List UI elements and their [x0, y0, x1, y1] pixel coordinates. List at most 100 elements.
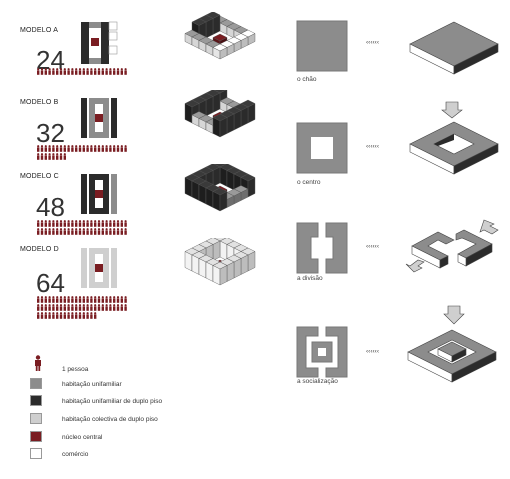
concept-caption: o centro: [297, 179, 321, 186]
person-icon: [94, 296, 97, 303]
person-icon: [75, 228, 78, 235]
person-icon: [120, 304, 123, 311]
person-icon: [59, 68, 63, 75]
person-icon: [75, 304, 78, 311]
person-icon: [52, 296, 55, 303]
person-icon: [113, 296, 116, 303]
person-icon: [59, 304, 63, 311]
person-icon: [48, 220, 51, 227]
person-icon: [86, 228, 89, 235]
concept-iso-center: [409, 101, 499, 175]
person-icon: [109, 68, 112, 75]
person-icon: [86, 220, 89, 227]
person-icon: [48, 312, 51, 319]
legend-label: comércio: [62, 451, 89, 458]
person-icon: [97, 296, 101, 303]
person-icon: [35, 355, 41, 371]
person-icon: [52, 220, 55, 227]
person-icon: [82, 145, 85, 152]
person-icon: [37, 312, 40, 319]
person-icon: [86, 68, 89, 75]
person-icon: [67, 220, 70, 227]
person-icon: [40, 312, 44, 319]
legend-label: habitação unifamiliar de duplo piso: [62, 398, 163, 405]
person-icon: [40, 68, 44, 75]
person-icon: [37, 145, 40, 152]
person-icon: [59, 228, 63, 235]
person-icon: [44, 304, 47, 311]
person-icon: [63, 220, 66, 227]
person-icon: [97, 220, 101, 227]
person-icon: [56, 145, 59, 152]
legend-label: núcleo central: [62, 434, 103, 441]
person-icon: [67, 304, 70, 311]
person-icon: [101, 68, 104, 75]
person-icon: [63, 153, 66, 160]
person-icon: [40, 145, 44, 152]
person-icon: [94, 312, 97, 319]
person-icon: [71, 228, 74, 235]
person-icon: [105, 220, 108, 227]
person-icon: [116, 220, 120, 227]
person-icon: [94, 220, 97, 227]
model-label: MODELO A: [20, 27, 59, 34]
person-icon: [90, 312, 93, 319]
person-icon: [97, 304, 101, 311]
person-icon: [109, 145, 112, 152]
concept-iso-socialization: [407, 305, 497, 383]
person-icon: [44, 145, 47, 152]
person-icon: [82, 68, 85, 75]
person-icon: [75, 296, 78, 303]
person-icon: [52, 153, 55, 160]
person-icon: [75, 68, 78, 75]
person-icon: [113, 228, 116, 235]
person-icon: [120, 228, 123, 235]
person-icon: [63, 304, 66, 311]
person-icon: [59, 312, 63, 319]
person-icon: [113, 145, 116, 152]
person-icon: [40, 228, 44, 235]
arrow-glyph: ‹‹‹‹‹‹: [366, 143, 379, 150]
person-icon: [37, 228, 40, 235]
person-icon: [40, 220, 44, 227]
person-icon: [75, 220, 78, 227]
legend-swatch-collective: [30, 413, 42, 424]
model-label: MODELO D: [20, 246, 59, 253]
person-icon: [56, 220, 59, 227]
person-icon: [97, 68, 101, 75]
person-icon: [67, 312, 70, 319]
person-icon: [109, 296, 112, 303]
arrow-down-icon: [443, 305, 465, 325]
person-icon: [37, 220, 40, 227]
model-plan-a: [79, 20, 119, 66]
person-icon: [101, 220, 104, 227]
person-icon: [124, 296, 127, 303]
person-icon: [101, 145, 104, 152]
person-icon: [67, 228, 70, 235]
person-icon: [52, 145, 55, 152]
person-icon: [67, 145, 70, 152]
block: [212, 113, 228, 138]
person-icon: [113, 220, 116, 227]
person-icon: [113, 68, 116, 75]
people-row: [37, 220, 127, 235]
arrow-up-icon: [441, 101, 463, 119]
person-icon: [52, 228, 55, 235]
person-icon: [94, 228, 97, 235]
person-icon: [105, 304, 108, 311]
person-icon: [82, 228, 85, 235]
person-icon: [71, 304, 74, 311]
legend-swatch-single-family: [30, 378, 42, 389]
person-icon: [82, 220, 85, 227]
person-icon: [71, 145, 74, 152]
person-icon: [109, 228, 112, 235]
person-icon: [63, 228, 66, 235]
person-icon: [124, 145, 127, 152]
person-icon: [56, 312, 59, 319]
person-icon: [78, 68, 82, 75]
people-row: [37, 296, 127, 319]
person-icon: [82, 296, 85, 303]
person-icon: [94, 68, 97, 75]
person-icon: [105, 296, 108, 303]
person-icon: [90, 145, 93, 152]
